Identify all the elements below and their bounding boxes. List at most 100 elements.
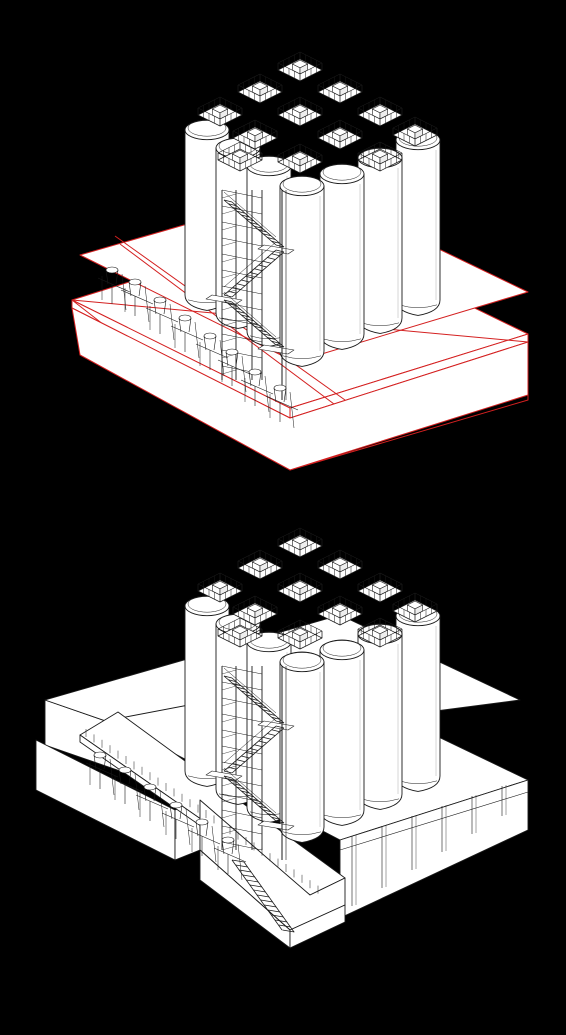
rail-top xyxy=(379,141,403,154)
stair-tread xyxy=(232,207,241,210)
rail-top xyxy=(299,51,323,64)
rail-top xyxy=(317,119,341,132)
conveyor-rail xyxy=(187,829,221,845)
stair-handrail xyxy=(223,191,277,238)
stair-tread xyxy=(246,879,259,883)
machine-cap xyxy=(273,384,287,392)
machine-unit xyxy=(161,801,195,846)
view-top xyxy=(71,51,529,471)
machine-leg xyxy=(134,773,140,811)
rail-top xyxy=(277,527,301,540)
stair-tread xyxy=(264,904,277,908)
stair-tread xyxy=(232,763,241,766)
conveyor-rail xyxy=(213,847,247,863)
stair-tread xyxy=(241,314,250,318)
stair-tread xyxy=(228,290,237,294)
rail-top xyxy=(379,617,403,630)
stair-tread xyxy=(275,820,285,824)
roof-module xyxy=(357,141,403,172)
machine-unit xyxy=(187,818,221,863)
stair-tread xyxy=(236,686,246,690)
roof-module xyxy=(392,592,438,623)
stair-tread xyxy=(239,869,252,873)
silo xyxy=(279,175,325,367)
conveyor-rail xyxy=(85,762,119,778)
stair-tread xyxy=(223,199,233,203)
stair-landing xyxy=(205,294,243,305)
machine-body xyxy=(153,786,157,802)
silo-body xyxy=(357,157,403,334)
rail-top xyxy=(357,572,381,585)
rail-top xyxy=(392,116,416,129)
stair-tread xyxy=(249,698,259,701)
stair-tread xyxy=(282,929,295,933)
stair-tread xyxy=(267,257,276,260)
machine-unit xyxy=(240,368,274,413)
roof-hut-side xyxy=(299,155,309,167)
stair-tread xyxy=(231,859,245,863)
stair-tread xyxy=(275,249,285,253)
machine-body xyxy=(118,769,122,785)
machine-cap xyxy=(178,314,192,322)
tower-beam xyxy=(221,221,263,231)
rail-top xyxy=(299,143,323,156)
roof-module xyxy=(277,96,323,127)
rail-top xyxy=(357,96,381,109)
roof-hut-side xyxy=(379,584,389,596)
rail-top xyxy=(299,96,323,109)
stair-tread xyxy=(236,283,246,287)
roof-module xyxy=(197,572,243,603)
tower-beam xyxy=(221,761,263,771)
roof-hut-side xyxy=(379,629,389,641)
conveyor-rail xyxy=(120,289,154,305)
tower-beam xyxy=(221,777,263,787)
tower-brace xyxy=(221,781,237,787)
stair-tread xyxy=(228,679,237,683)
stair-handrail xyxy=(223,291,277,338)
tower-beam xyxy=(221,253,263,263)
conveyor-rail xyxy=(97,277,131,293)
stair-tread xyxy=(223,294,233,298)
stair-tread xyxy=(241,690,250,694)
rail-top xyxy=(317,595,341,608)
silo-cone xyxy=(322,338,362,342)
machine-row xyxy=(85,751,247,881)
stair-tread xyxy=(254,268,263,272)
machine-leg xyxy=(185,808,191,846)
stair-stringer xyxy=(223,249,277,296)
roof-module xyxy=(237,73,283,104)
stair-tread xyxy=(275,720,285,724)
silo xyxy=(395,605,441,792)
rail-top xyxy=(219,572,243,585)
machine-leg xyxy=(237,843,243,881)
machine-cap xyxy=(118,766,132,774)
silo xyxy=(279,651,325,843)
view-bottom xyxy=(35,527,529,949)
stair-stringer xyxy=(223,299,277,346)
rail-top xyxy=(232,119,256,132)
conveyor-rail xyxy=(170,325,204,341)
stair-tread xyxy=(223,299,233,303)
stair-landing xyxy=(257,720,295,731)
tower-brace xyxy=(221,765,237,771)
stair-tread xyxy=(223,675,233,679)
rail-top xyxy=(254,119,278,132)
machine-cap xyxy=(169,801,183,809)
roof-hut-side xyxy=(414,604,424,616)
tower-beam xyxy=(221,841,263,851)
machine-unit xyxy=(97,266,131,311)
stair-stringer xyxy=(223,199,277,246)
roof-module xyxy=(277,619,323,650)
machine-body xyxy=(143,786,147,802)
roof-module xyxy=(232,595,278,626)
rail-top xyxy=(414,592,438,605)
conveyor-rail xyxy=(161,812,195,828)
machine-body xyxy=(115,269,119,285)
tower-beam xyxy=(221,301,263,311)
stair-tread xyxy=(267,733,276,736)
machine-cap xyxy=(203,332,217,340)
conveyor-rail xyxy=(110,777,144,793)
rail-top xyxy=(299,527,323,540)
rail-top xyxy=(259,73,283,86)
